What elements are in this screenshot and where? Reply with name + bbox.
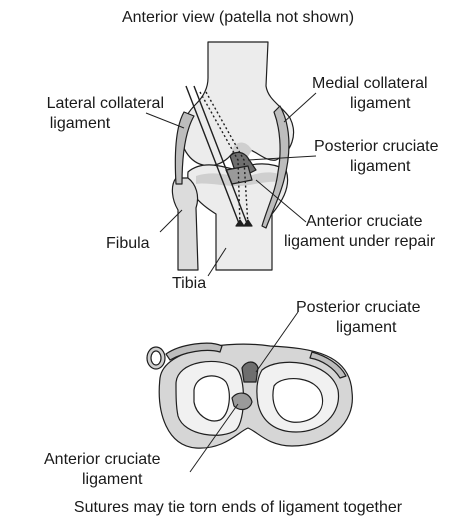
posterior-cruciate-label-line2: ligament	[350, 157, 410, 176]
lateral-articular-surface	[194, 376, 229, 421]
acl-bottom	[232, 393, 252, 409]
acl-repair-label-line2: ligament under repair	[284, 232, 435, 251]
posterior-cruciate-bottom-label-line1: Posterior cruciate	[296, 298, 421, 317]
posterior-cruciate-label-line1: Posterior cruciate	[314, 137, 439, 156]
anterior-cruciate-bottom-label-line1: Anterior cruciate	[44, 450, 161, 469]
diagram-title: Anterior view (patella not shown)	[0, 8, 476, 27]
lateral-collateral-label-line2: ligament	[0, 114, 160, 133]
fibula-label: Fibula	[106, 234, 150, 253]
posterior-cruciate-bottom-label-line2: ligament	[336, 318, 396, 337]
figure-caption: Sutures may tie torn ends of ligament to…	[0, 498, 476, 517]
tibia-label: Tibia	[172, 274, 206, 293]
medial-collateral-label-line2: ligament	[350, 94, 410, 113]
tibial-plateau-view	[147, 343, 352, 448]
medial-collateral-label-line1: Medial collateral	[312, 74, 428, 93]
anterior-cruciate-bottom-label-line2: ligament	[82, 470, 142, 489]
acl-repair-label-line1: Anterior cruciate	[306, 212, 423, 231]
fibular-head-inner	[151, 351, 161, 365]
lateral-collateral-label-line1: Lateral collateral	[0, 94, 164, 113]
pcl-bottom	[242, 362, 258, 382]
fibula-bone	[172, 178, 198, 270]
medial-articular-surface	[273, 379, 323, 423]
anterior-knee-view	[172, 42, 293, 270]
